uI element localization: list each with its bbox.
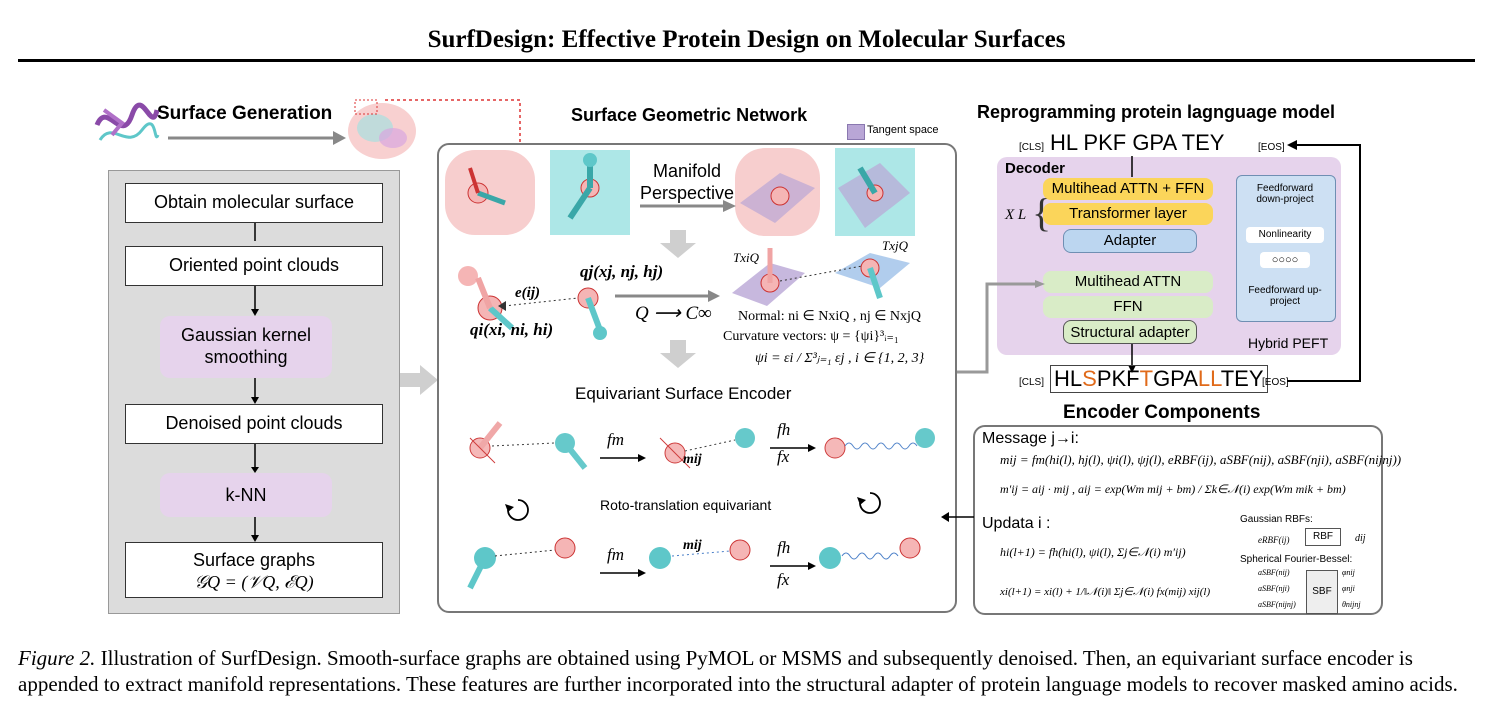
caption-label: Figure 2. [18,646,96,670]
seq-part-6: LL [1197,366,1221,391]
step-surface-graphs: Surface graphs 𝒢Q = (𝒱Q, ℰQ) [125,542,383,598]
decoder-label: Decoder [1005,160,1066,177]
encoder-title: Equivariant Surface Encoder [575,384,792,403]
rbf-output: dij [1355,533,1366,544]
seq-part-4: T [1139,366,1154,391]
fx-label-1: fx [777,447,790,466]
seq-part-3: PKF [1096,366,1140,391]
components-to-encoder-arrow [941,512,974,522]
map-label: Q ⟶ C∞ [635,303,712,324]
roto-label: Roto-translation equivariant [600,497,772,513]
figure-caption: Figure 2. Illustration of SurfDesign. Sm… [18,645,1478,697]
psi-formula: ψi = εi / Σ³ⱼ₌₁ εj , i ∈ {1, 2, 3} [755,351,925,366]
sgn-illustration [445,148,935,590]
eij-label: e(ij) [515,285,540,301]
step-obtain-surface: Obtain molecular surface [125,183,383,223]
plm-title: Reprogramming protein lagnguage model [977,102,1336,122]
sbf-row-2: aSBF(nji) [1258,584,1290,593]
surface-graphs-label: Surface graphs [192,550,316,570]
sbf-out-3: θnijnj [1342,600,1361,609]
mij-label-1: mij [683,452,702,467]
hidden-units: ○○○○ [1260,252,1310,268]
rbf-box: RBF [1305,528,1341,546]
rbf-input: eRBF(ij) [1258,535,1290,545]
sbf-box: SBF [1306,570,1338,614]
rbf-title: Gaussian RBFs: [1240,514,1313,525]
ff-up-label: Feedforward up-project [1248,285,1322,307]
seq-part-5: GPA [1153,366,1198,391]
peft-panel [1236,175,1336,322]
normal-label: Normal: ni ∈ NxiQ , nj ∈ NxjQ [738,309,922,324]
txj-label: TxjQ [882,238,908,253]
fm-label-1: fm [607,430,624,449]
tangent-legend-label: Tangent space [867,124,939,136]
masked-sequence: HL PKF GPA TEY [1050,130,1225,155]
sgn-title: Surface Geometric Network [571,105,808,125]
paper-header: SurfDesign: Effective Protein Design on … [427,26,1066,53]
sbf-row-1: aSBF(nij) [1258,568,1290,577]
surface-generation-title: Surface Generation [157,103,333,124]
step-oriented-points: Oriented point clouds [125,246,383,286]
ffn-block: FFN [1043,296,1213,318]
encoder-components-title: Encoder Components [1063,402,1261,423]
x-update-eq: xi(l+1) = xi(l) + 1/‖𝒩(i)‖ Σj∈𝒩(i) fx(mi… [1000,586,1211,598]
recovered-sequence: HLSPKFTGPALLTEY [1050,365,1268,393]
adapter-block: Adapter [1063,229,1197,253]
surface-graph-formula: 𝒢Q = (𝒱Q, ℰQ) [194,572,314,592]
fx-label-2: fx [777,570,790,589]
step-denoised-points: Denoised point clouds [125,404,383,444]
tangent-legend-swatch [847,124,865,140]
arrow-to-surface [168,131,346,145]
feedback-arrow [1287,140,1361,382]
mha-ffn-block: Multihead ATTN + FFN [1043,178,1213,200]
mha-block: Multihead ATTN [1043,271,1213,293]
qj-label: qj(xj, nj, hj) [580,262,664,281]
protein-cartoon-icon [94,102,160,141]
fh-label-2: fh [777,538,791,557]
sbf-row-3: aSBF(nijnj) [1258,600,1296,609]
attention-eq: m′ij = aij · mij , aij = exp(Wm mij + bm… [1000,482,1346,496]
cls-token-out: [CLS] [1019,377,1045,388]
eos-token-out: [EOS] [1262,377,1289,388]
sbf-title: Spherical Fourier-Bessel: [1240,554,1353,565]
pipeline-arrows [251,223,259,542]
structural-adapter-block: Structural adapter [1063,320,1197,344]
qi-label: qi(xi, ni, hi) [470,320,554,339]
caption-text: Illustration of SurfDesign. Smooth-surfa… [18,646,1458,696]
big-gray-arrow [400,365,438,395]
message-eq: mij = fm(hi(l), hj(l), ψi(l), ψj(l), eRB… [1000,452,1402,467]
network-to-adapter-arrow [957,280,1045,374]
manifold-perspective-label: Manifold Perspective [640,161,735,203]
eos-token-in: [EOS] [1258,142,1285,153]
txi-label: TxiQ [733,250,759,265]
nonlinearity-label: Nonlinearity [1246,227,1324,243]
sbf-out-2: φnji [1342,584,1355,593]
protein-surface-icon [348,99,416,159]
mij-label-2: mij [683,538,702,553]
header-rule [18,59,1475,62]
h-update-eq: hi(l+1) = fh(hi(l), ψi(l), Σj∈𝒩(i) m′ij) [1000,545,1186,559]
ff-down-label: Feedforward down-project [1256,183,1314,205]
update-label: Updata i : [982,515,1051,532]
decoder-flow-arrows [1128,156,1136,373]
cls-token-in: [CLS] [1019,142,1045,153]
fm-label-2: fm [607,545,624,564]
xl-label: X L [1005,207,1027,223]
curvature-label: Curvature vectors: ψ = {ψi}³ᵢ₌₁ [723,329,899,344]
step-gaussian-smoothing: Gaussian kernel smoothing [160,316,332,378]
transformer-block: Transformer layer [1043,203,1213,225]
seq-part-1: HL [1054,366,1083,391]
message-label: Message j→i: [982,430,1079,447]
fh-label-1: fh [777,420,791,439]
hybrid-peft-label: Hybrid PEFT [1248,335,1329,351]
step-knn: k-NN [160,473,332,517]
sbf-out-1: φnij [1342,568,1355,577]
seq-part-7: TEY [1220,366,1264,391]
seq-part-2: S [1082,366,1097,391]
